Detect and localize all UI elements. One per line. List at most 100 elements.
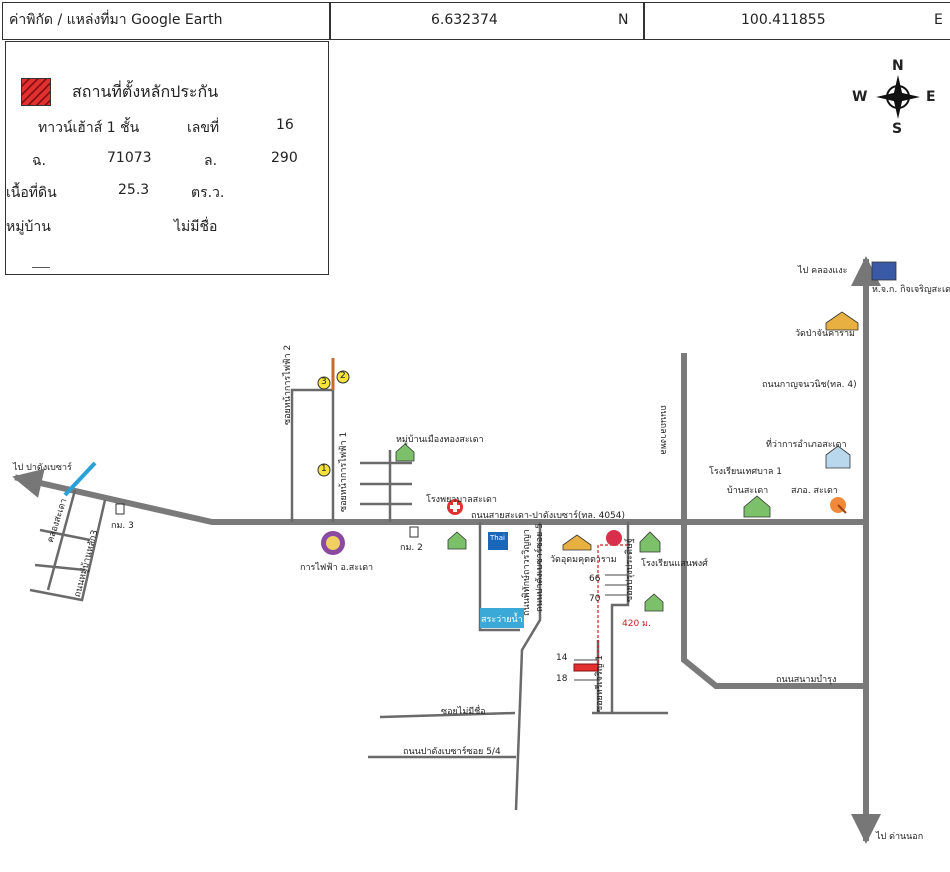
wat-pa-chanharam-icon [825,311,859,331]
label-soi-no-name: ซอยไม่มีชื่อ [441,707,486,717]
legend-tick [32,267,50,268]
school-municipal-icon [743,495,771,518]
label-house-14: 14 [556,653,568,663]
label-bank: Thai [490,534,505,542]
label-soi-pratuhat: ซอยปรุงประดิษฐ์ [625,538,635,602]
label-house-66: 66 [589,574,601,584]
deed-label: ฉ. [32,153,46,169]
wat-udom-icon [562,534,592,551]
deed-value: 71073 [107,150,152,166]
label-to-khlong-hae: ไป คลองแงะ [798,266,848,276]
compass-needle-w [876,92,898,102]
km2-post [409,526,419,538]
compass-west: W [852,89,868,105]
label-police: สภอ. สะเดา [791,486,838,496]
label-house-70: 70 [589,594,601,604]
label-marker-2: 2 [340,371,346,381]
district-office-icon [825,445,851,469]
road-phitak [478,522,520,632]
coop-building-icon [871,261,897,281]
label-rd-sanambamrung: ถนนสนามบำรุง [776,675,837,685]
house-number-value: 16 [276,117,294,133]
label-house-18: 18 [556,674,568,684]
label-soi-electric-1: ซอยหน้าการไฟฟ้า 1 [339,431,349,512]
area-label: เนื้อที่ดิน [6,185,57,201]
compass-needle-s [893,97,903,119]
village-value: ไม่มีชื่อ [174,219,218,235]
label-marker-3: 3 [321,377,327,387]
swimming-pool [480,608,524,628]
header-bar: ค่าพิกัด / แหล่งที่มา Google Earth 6.632… [0,0,950,42]
label-school-municipal-2: บ้านสะเดา [727,486,769,496]
label-rd-padang-soi5: ถนนปาดังเบซาร์ซอย 5 [535,523,545,612]
road-village3 [29,499,107,602]
longitude-cell: 100.411855 E [644,2,950,40]
km-posts [115,503,419,538]
road-near-km3 [46,489,77,591]
land-label: ล. [204,153,218,169]
label-soi-electric-2: ซอยหน้าการไฟฟ้า 2 [283,344,293,425]
school-saenphong-icon [639,531,661,553]
label-wat-pa-chanharam: วัดป่าจันคาราม [795,329,855,339]
area-unit: ตร.ว. [191,185,225,201]
main-roads [12,256,881,844]
marker-1-circle [317,463,331,477]
house-icon-km2 [447,531,467,550]
label-to-padang-besar: ไป ปาดังเบซาร์ [13,463,72,473]
label-rd-phitak: ถนนพิทักษ์ถาวรวิญญา [522,529,532,616]
property-type: ทาวน์เฮ้าส์ 1 ชั้น [38,120,140,136]
road-cross-2 [34,563,86,572]
police-pole [837,504,847,514]
compass-north: N [892,58,904,74]
label-distance: 420 ม. [622,619,651,629]
property-info-box: สถานที่ตั้งหลักประกัน ทาวน์เฮ้าส์ 1 ชั้น… [5,41,329,275]
longitude-value: 100.411855 [741,12,826,28]
distance-path [597,544,628,665]
minor-roads [29,358,668,811]
canal-khlong-sadao [63,461,97,497]
label-village-muang-thong: หมู่บ้านเมืองทองสะเดา [396,435,484,445]
label-district-office: ที่ว่าการอำเภอสะเดา [766,440,847,450]
hospital-cross-v [453,502,457,512]
label-school-municipal: โรงเรียนเทศบาล 1 [709,467,782,477]
gas-station-icon [606,530,622,546]
latitude-cell: 6.632374 N [330,2,644,40]
electric-authority-inner [326,536,340,550]
compass-rose [876,75,920,119]
legend-swatch-label: สถานที่ตั้งหลักประกัน [72,82,219,101]
house-number-label: เลขที่ [187,120,220,136]
marker-2-circle [336,370,350,384]
label-electric-authority: การไฟฟ้า อ.สะเดา [300,563,374,573]
label-wat-udom: วัดอุดมคุตตาราม [550,555,617,565]
marker-3-circle [317,376,331,390]
area-value: 25.3 [118,182,150,198]
house-icons [395,261,897,612]
label-km2: กม. 2 [400,543,423,553]
label-rd-sadao-padang: ถนนสายสะเดา-ปาดังเบซาร์(ทล. 4054) [471,511,626,521]
road-sadao-padang [12,468,869,525]
label-rd-kanchanawanit: ถนนกาญจนวนิช(ทล. 4) [762,380,857,390]
road-padang-soi5 [514,522,542,811]
label-to-dannok: ไป ด่านนอก [876,832,924,842]
header-title: ค่าพิกัด / แหล่งที่มา Google Earth [9,12,223,28]
road-cross-1 [39,528,91,542]
compass-south: S [892,121,903,137]
label-rd-padang-soi54: ถนนปาดังเบซาร์ซอย 5/4 [403,747,501,757]
longitude-direction: E [934,12,943,28]
bank-icon [488,532,508,550]
compass-east: E [926,89,936,105]
village-label: หมู่บ้าน [6,219,51,235]
compass-needle-e [898,92,920,102]
label-marker-1: 1 [321,464,327,474]
label-km3: กม. 3 [111,521,134,531]
land-value: 290 [271,150,298,166]
label-rd-thalang: ถนนถลางพล [658,405,668,455]
soi-no-name [379,711,516,719]
collateral-location-marker [573,663,599,672]
village-house-icon [395,443,415,462]
km3-post [115,503,125,515]
soi-pratuhat [592,522,630,715]
label-soi-2: ซอยหรีเจริญ 1 [595,655,605,712]
latitude-direction: N [618,12,629,28]
